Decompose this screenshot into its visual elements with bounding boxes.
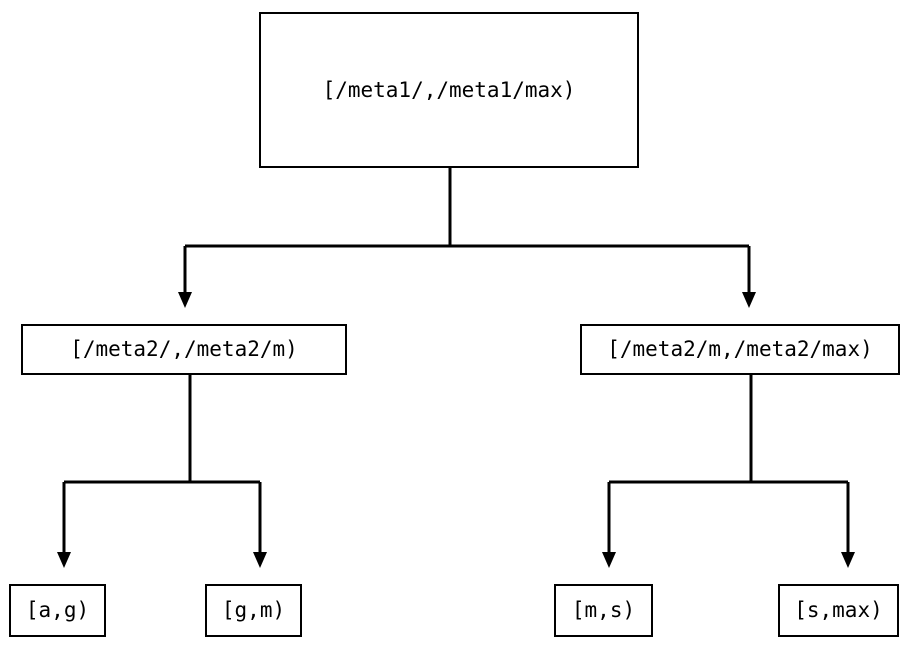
- tree-node-root[interactable]: [/meta1/,/meta1/max): [259, 12, 639, 168]
- tree-node-leaf-2-label: [g,m): [221, 598, 286, 622]
- tree-node-leaf-4[interactable]: [s,max): [778, 584, 899, 637]
- arrowhead-icon-leaf-1: [57, 552, 71, 568]
- arrowhead-icon-leaf-3: [602, 552, 616, 568]
- arrowhead-icon-leaf-4: [841, 552, 855, 568]
- tree-node-leaf-4-label: [s,max): [794, 598, 883, 622]
- tree-node-mid-left[interactable]: [/meta2/,/meta2/m): [21, 324, 347, 375]
- tree-node-mid-left-label: [/meta2/,/meta2/m): [70, 337, 298, 361]
- tree-node-root-label: [/meta1/,/meta1/max): [322, 77, 576, 102]
- tree-node-mid-right-label: [/meta2/m,/meta2/max): [607, 337, 873, 361]
- arrowhead-icon-mid-right: [742, 292, 756, 308]
- tree-node-mid-right[interactable]: [/meta2/m,/meta2/max): [580, 324, 900, 375]
- tree-node-leaf-1-label: [a,g): [25, 598, 90, 622]
- arrowhead-icon-leaf-2: [253, 552, 267, 568]
- arrowhead-icon-mid-left: [178, 292, 192, 308]
- tree-node-leaf-3-label: [m,s): [571, 598, 636, 622]
- tree-node-leaf-2[interactable]: [g,m): [205, 584, 302, 637]
- tree-node-leaf-3[interactable]: [m,s): [554, 584, 653, 637]
- tree-node-leaf-1[interactable]: [a,g): [9, 584, 106, 637]
